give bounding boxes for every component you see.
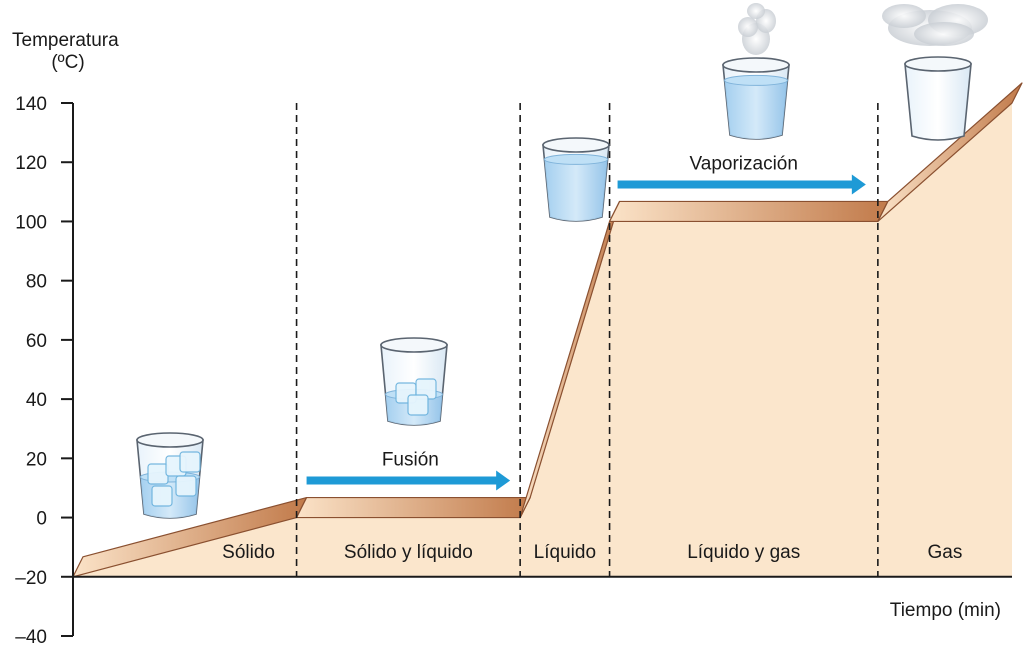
y-tick-label: –20: [15, 568, 47, 589]
y-tick-label: –40: [15, 627, 47, 648]
arrow-head: [851, 174, 866, 195]
y-axis-ticks: 140 120 100 80 60 40 20 0 –20 –40: [15, 94, 73, 648]
y-tick-label: 40: [26, 390, 47, 411]
phase-change-label: Vaporización: [689, 153, 797, 174]
x-axis-title: Tiempo (min): [890, 600, 1001, 621]
region-label: Gas: [927, 542, 962, 563]
y-axis-title-line2: (ºC): [51, 52, 84, 73]
temperature-curve: [72, 82, 1023, 578]
region-labels: Sólido Sólido y líquido Líquido Líquido y g…: [222, 542, 962, 563]
glass-water-steam-icon: [722, 3, 790, 140]
curve-segment: [295, 496, 531, 519]
y-tick-label: 120: [15, 153, 47, 174]
glass-ice-icon: [136, 432, 204, 519]
region-label: Sólido y líquido: [344, 542, 473, 563]
y-tick-label: 80: [26, 272, 47, 293]
phase-dividers: [295, 103, 879, 577]
region-label: Sólido: [222, 542, 275, 563]
y-tick-label: 60: [26, 331, 47, 352]
axes: [72, 103, 1012, 636]
glass-water-icon: [542, 137, 610, 222]
y-tick-label: 140: [15, 94, 47, 115]
phase-change-label: Fusión: [382, 450, 439, 471]
y-axis-title-line1: Temperatura: [12, 30, 119, 51]
area-under-curve: [73, 103, 1012, 577]
region-label: Líquido: [534, 542, 596, 563]
glass-ice-melting-icon: [380, 337, 448, 426]
y-tick-label: 100: [15, 212, 47, 233]
chart-area-fill: [73, 103, 1012, 577]
glass-empty-vapor-icon: [882, 4, 988, 141]
phase-change-arrows: Fusión Vaporización: [306, 153, 866, 491]
y-tick-label: 20: [26, 449, 47, 470]
curve-segment: [608, 200, 889, 223]
curve-segment: [877, 82, 1023, 223]
region-label: Líquido y gas: [687, 542, 800, 563]
arrow-head: [496, 470, 511, 491]
glass-illustrations: [136, 3, 988, 519]
y-tick-label: 0: [36, 509, 47, 530]
